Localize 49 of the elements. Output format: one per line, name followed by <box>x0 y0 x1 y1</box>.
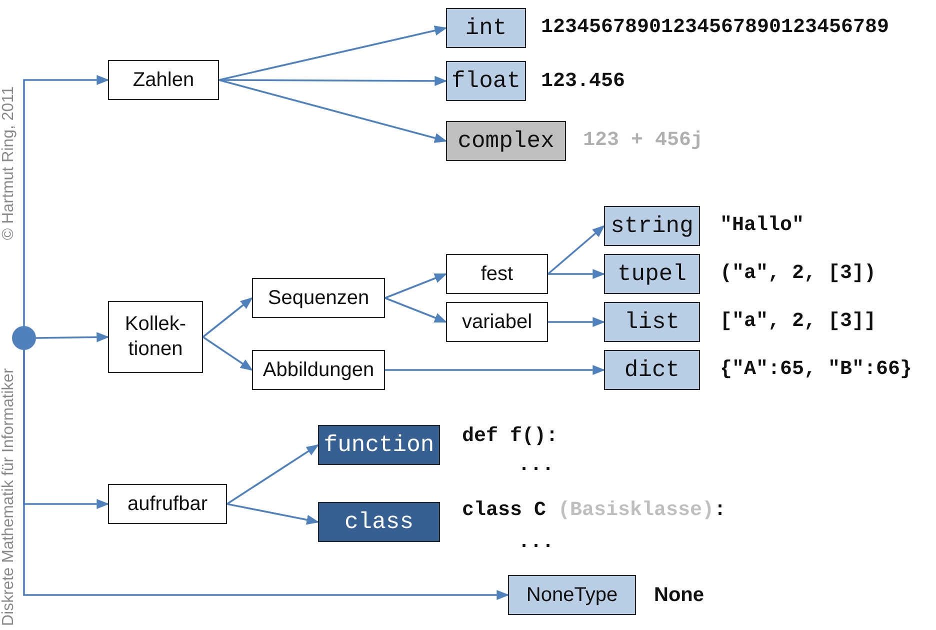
arrow <box>202 297 253 338</box>
arrow <box>385 364 606 376</box>
arrow <box>384 297 448 323</box>
category-box: fest <box>446 254 548 294</box>
type-box: float <box>446 61 526 101</box>
type-box: list <box>604 302 700 342</box>
example-value: ... <box>518 531 554 555</box>
type-box: string <box>604 206 700 246</box>
type-box: tupel <box>604 254 700 294</box>
arrow <box>23 74 110 326</box>
example-value: None <box>654 583 704 607</box>
arrow <box>218 26 448 81</box>
credit-text: © Hartmut Ring, 2011 <box>0 86 18 240</box>
arrow <box>218 79 448 143</box>
arrow <box>548 268 606 280</box>
category-box: Abbildungen <box>252 350 385 390</box>
example-value: class C <box>462 499 546 523</box>
category-box: NoneType <box>508 575 636 615</box>
type-box: class <box>318 502 440 542</box>
junction-dot <box>12 326 36 350</box>
category-box: Kollek- tionen <box>108 301 203 373</box>
arrow <box>384 273 448 299</box>
example-value: 12345678901234567890123456789 <box>541 16 890 40</box>
type-box: complex <box>446 121 566 161</box>
example-value: 123.456 <box>541 70 626 94</box>
type-box: function <box>318 425 440 465</box>
arrow <box>226 444 320 505</box>
example-value: ("a", 2, [3]) <box>720 262 876 286</box>
category-box: variabel <box>446 302 548 342</box>
type-box: dict <box>604 350 700 390</box>
category-box: Zahlen <box>108 60 219 100</box>
arrow <box>202 336 254 371</box>
example-value: def f(): <box>462 425 558 449</box>
example-value: ... <box>518 454 554 478</box>
category-box: aufrufbar <box>108 484 227 524</box>
example-value: "Hallo" <box>720 214 804 238</box>
category-box: Sequenzen <box>252 278 385 318</box>
example-value: 123 + 456j <box>583 129 704 153</box>
type-box: int <box>446 8 526 48</box>
arrow <box>23 350 510 600</box>
example-value: (Basisklasse) <box>558 499 714 523</box>
credit-text: Diskrete Mathematik für Informatiker <box>0 368 18 626</box>
arrow <box>226 503 320 525</box>
arrow <box>548 316 606 328</box>
example-value: {"A":65, "B":66} <box>720 358 912 382</box>
example-value: : <box>714 499 726 523</box>
arrow <box>547 225 605 275</box>
example-value: ["a", 2, [3]] <box>720 310 876 334</box>
arrow <box>36 332 110 342</box>
